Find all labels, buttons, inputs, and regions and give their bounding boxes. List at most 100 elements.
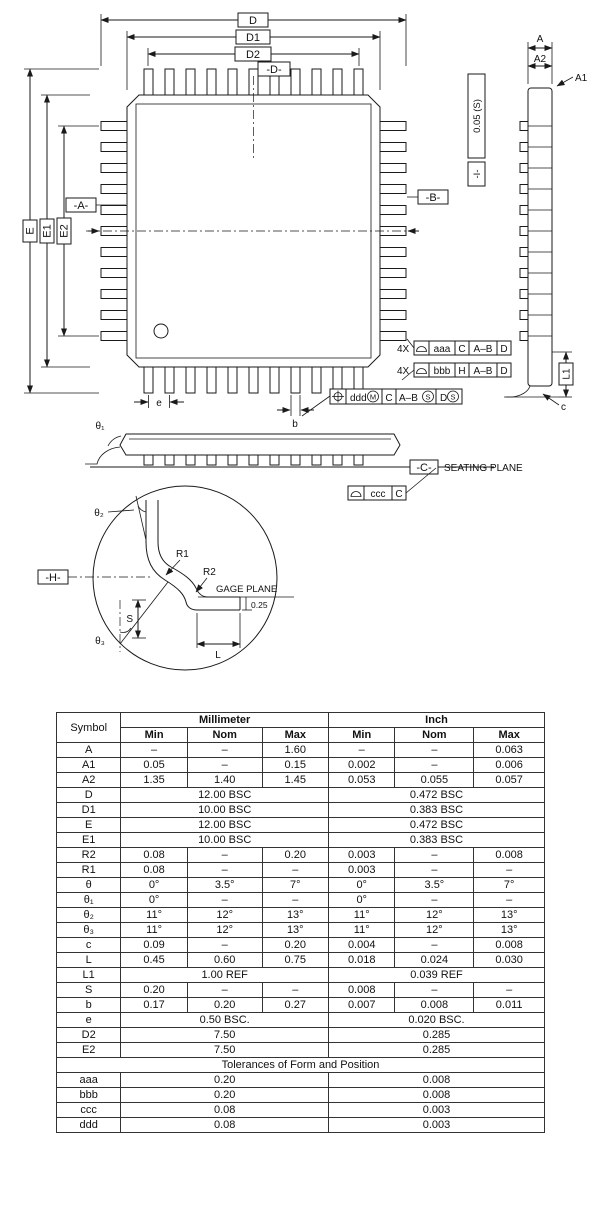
value-cell: 0.472 BSC <box>327 817 546 833</box>
lead <box>519 331 529 341</box>
lead <box>100 289 128 299</box>
lead <box>290 454 301 466</box>
value-cell: – <box>186 742 263 758</box>
flatness-callout: 0.05 (S) <box>472 99 483 133</box>
value-cell: – <box>186 847 263 863</box>
symbol-cell: R1 <box>55 862 122 878</box>
lead <box>311 366 322 394</box>
lead <box>379 331 407 341</box>
value-cell: 0.002 <box>327 757 396 773</box>
symbol-cell: R2 <box>55 847 122 863</box>
value-cell: 0.063 <box>473 742 545 758</box>
lead <box>519 163 529 173</box>
lead <box>311 68 322 96</box>
symbol-cell: E1 <box>55 832 122 848</box>
dim-label-E: E <box>25 227 37 234</box>
lead <box>100 121 128 131</box>
value-cell: 0° <box>327 877 396 893</box>
dim-label-L: L <box>215 650 221 661</box>
lead <box>227 454 238 466</box>
value-cell: – <box>394 892 475 908</box>
header-symbol: Symbol <box>55 712 122 743</box>
table-section-title: Tolerances of Form and Position <box>56 1057 545 1073</box>
datum-label-D: -D- <box>266 64 282 76</box>
value-cell: – <box>394 982 475 998</box>
front-leads <box>143 454 364 466</box>
lead <box>206 68 217 96</box>
rfs-modifier-icon <box>447 390 459 403</box>
value-cell: 7° <box>473 877 545 893</box>
header-inch: Inch <box>327 712 546 728</box>
value-cell: 0.008 <box>327 1087 546 1103</box>
value-cell: 0.003 <box>327 1102 546 1118</box>
value-cell: 0.024 <box>394 952 475 968</box>
lead <box>379 289 407 299</box>
lead <box>164 68 175 96</box>
control-frame-ddd: ddd M C A–B S D S <box>329 388 463 405</box>
lead <box>206 454 217 466</box>
lead <box>185 454 196 466</box>
tolerance-label: ccc <box>371 489 386 500</box>
value-cell: 0.20 <box>261 847 329 863</box>
header-millimeter: Millimeter <box>120 712 329 728</box>
seating-plane-label: SEATING PLANE <box>444 463 523 474</box>
package-body-outline <box>126 94 381 368</box>
value-cell: 0.15 <box>261 757 329 773</box>
header-minnommax: Nom <box>394 727 475 743</box>
datum-ref: H <box>458 366 465 377</box>
datum-label-H: -H- <box>45 572 61 584</box>
rfs-modifier-letter: S <box>425 393 430 402</box>
lead <box>100 310 128 320</box>
value-cell: 11° <box>327 907 396 923</box>
datum-ref: D <box>440 393 447 404</box>
value-cell: 0° <box>327 892 396 908</box>
value-cell: 0.011 <box>473 997 545 1013</box>
value-cell: 12° <box>394 922 475 938</box>
value-cell: – <box>186 862 263 878</box>
value-cell: 0.020 BSC. <box>327 1012 546 1028</box>
qty-label: 4X <box>397 344 410 355</box>
value-cell: 10.00 BSC <box>120 832 329 848</box>
value-cell: – <box>473 862 545 878</box>
angle-label-theta3: θ₃ <box>95 636 105 647</box>
value-cell: 0.20 <box>120 1087 329 1103</box>
value-cell: 0.006 <box>473 757 545 773</box>
symbol-cell: E <box>55 817 122 833</box>
leads-left <box>100 121 128 341</box>
dim-label-E2: E2 <box>59 224 71 237</box>
tolerance-label: ddd <box>350 393 367 404</box>
value-cell: 0.055 <box>394 772 475 788</box>
qty-label: 4X <box>397 366 410 377</box>
datum-label-B: -B- <box>426 192 441 204</box>
dim-label-E1: E1 <box>42 224 54 237</box>
gage-plane-label: GAGE PLANE <box>216 584 277 595</box>
value-cell: 0.08 <box>120 862 188 878</box>
symbol-cell: E2 <box>55 1042 122 1058</box>
dim-label-S: S <box>126 614 133 625</box>
dim-label-A1: A1 <box>575 73 588 84</box>
value-cell: 11° <box>120 922 188 938</box>
value-cell: 0.008 <box>327 982 396 998</box>
value-cell: 3.5° <box>394 877 475 893</box>
lead <box>269 366 280 394</box>
value-cell: – <box>186 937 263 953</box>
lead <box>379 205 407 215</box>
lead <box>353 454 364 466</box>
lead <box>164 366 175 394</box>
table-row: A––1.60––0.063 <box>55 742 545 758</box>
value-cell: 7.50 <box>120 1027 329 1043</box>
value-cell: 0.057 <box>473 772 545 788</box>
value-cell: 10.00 BSC <box>120 802 329 818</box>
symbol-cell: b <box>55 997 122 1013</box>
detail-view: -H- GAGE PLANE R1 R2 0.25 S θ₃ θ₂ L <box>37 485 294 671</box>
lead <box>353 68 364 96</box>
